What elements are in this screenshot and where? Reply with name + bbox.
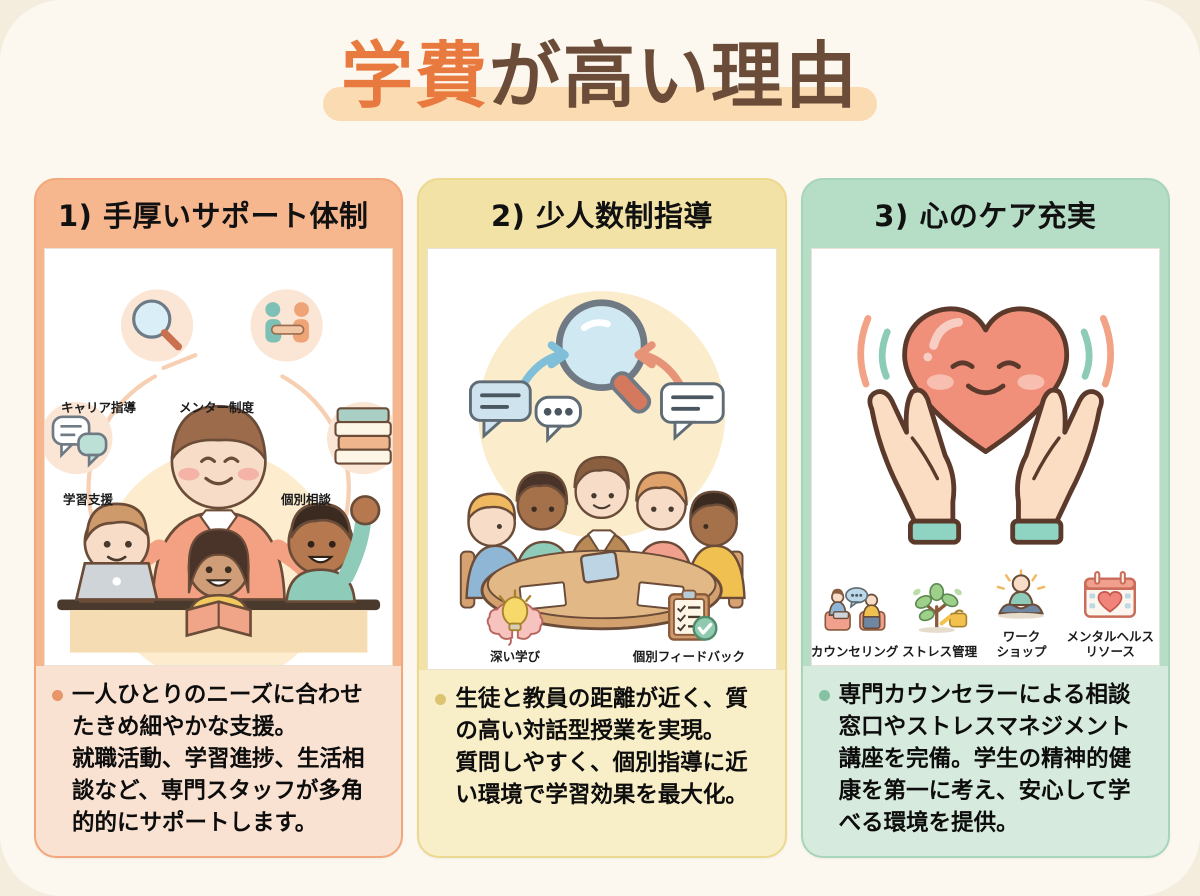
card-3-icon-label-line1: ワーク	[1002, 628, 1041, 644]
card-2-body-line: の高い対話型授業を実現。	[455, 717, 726, 744]
tree-watering-icon	[912, 582, 967, 633]
card-2-icon-feedback: 個別フィードバック	[633, 586, 745, 665]
card-3-icon-stress: ストレス管理	[898, 581, 982, 660]
card-3-icon-label: メンタルヘルス リソース	[1066, 628, 1154, 660]
calendar-heart-icon	[1084, 570, 1137, 618]
card-mental-care: 3) 心のケア充実	[800, 178, 1170, 858]
card-3-icon-label-line2: ショップ	[996, 643, 1047, 659]
teacher-students-illustration	[45, 289, 393, 666]
card-3-body-line: 講座を完備。学生の精神的健	[838, 746, 1132, 773]
title-accent-text: 学費	[340, 34, 489, 118]
card-1-ring-label-consult: 個別相談	[281, 492, 332, 507]
card-3-icon-label: ワーク ショップ	[996, 628, 1047, 660]
card-3-icon-label: ストレス管理	[902, 643, 978, 659]
card-3-icon-resources: メンタルヘルス リソース	[1061, 566, 1159, 660]
card-3-icon-label-line2: リソース	[1085, 643, 1135, 659]
card-3-bullet	[818, 690, 830, 702]
card-1-bullet	[52, 690, 63, 702]
card-2-header: 2) 少人数制指導	[490, 199, 713, 233]
cards-row: 1) 手厚いサポート体制	[34, 178, 1170, 858]
card-2-icon-label: 個別フィードバック	[632, 649, 745, 665]
card-2-body-line: 質問しやすく、個別指導に近	[455, 749, 748, 776]
card-3-icon-label-line1: メンタルヘルス	[1066, 628, 1154, 644]
card-3-body-line: 康を第一に考え、安心して学	[838, 778, 1131, 805]
card-2-icon-strip: 深い学び	[428, 586, 775, 665]
counseling-icon	[824, 586, 886, 631]
meditation-icon	[997, 569, 1046, 619]
card-2-illustration: 深い学び	[427, 248, 777, 670]
card-3-body-line: 窓口やストレスマネジメント	[838, 714, 1131, 741]
card-1-body: 一人ひとりのニーズに合わせ たきめ細やかな支援。 就職活動、学習進捗、生活相 談…	[36, 666, 402, 856]
card-1-body-line: たきめ細やかな支援。	[72, 714, 298, 741]
card-1-ring-label-mentor: メンター制度	[179, 400, 255, 415]
card-3-header: 3) 心のケア充実	[874, 199, 1097, 233]
card-3-illustration: カウンセリング	[810, 248, 1160, 667]
card-3-icon-counseling: カウンセリング	[812, 581, 898, 660]
card-1-ring-label-learning: 学習支援	[63, 492, 114, 507]
card-2-body: 生徒と教員の距離が近く、質 の高い対話型授業を実現。 質問しやすく、個別指導に近…	[419, 670, 785, 856]
card-3-icon-strip: カウンセリング	[812, 566, 1159, 660]
card-2-icon-label: 深い学び	[490, 649, 541, 665]
hands-heart-illustration	[856, 306, 1114, 545]
card-2-body-line: い環境で学習効果を最大化。	[455, 781, 748, 808]
card-3-body-line: 専門カウンセラーによる相談	[838, 682, 1131, 709]
card-1-body-line: 一人ひとりのニーズに合わせ	[72, 682, 363, 709]
brain-lightbulb-icon	[486, 589, 544, 647]
title-main-text: が高い理由	[489, 34, 860, 118]
card-2-icon-deep-learning: 深い学び	[469, 586, 561, 665]
page-title: 学費が高い理由	[0, 28, 1200, 131]
title-highlight	[322, 87, 878, 122]
card-support: 1) 手厚いサポート体制	[34, 178, 404, 858]
card-3-body: 専門カウンセラーによる相談 窓口やストレスマネジメント 講座を完備。学生の精神的…	[802, 666, 1168, 856]
card-1-illustration: キャリア指導 メンター制度 学習支援 個別相談	[44, 248, 394, 667]
card-1-body-line: 談など、専門スタッフが多角	[72, 778, 364, 805]
card-3-body-line: べる環境を提供。	[838, 810, 1019, 837]
clipboard-check-icon	[667, 589, 718, 641]
card-2-body-line: 生徒と教員の距離が近く、質	[455, 686, 748, 712]
card-1-body-line: 就職活動、学習進捗、生活相	[72, 746, 365, 773]
card-1-header: 1) 手厚いサポート体制	[58, 199, 369, 233]
card-small-class: 2) 少人数制指導	[417, 178, 787, 858]
round-table-discussion-illustration	[460, 291, 747, 631]
card-1-body-line: 的的にサポートします。	[72, 810, 318, 837]
card-3-icon-workshop: ワーク ショップ	[982, 566, 1062, 660]
card-3-icon-label: カウンセリング	[810, 643, 899, 659]
card-1-ring-label-career: キャリア指導	[61, 400, 137, 415]
card-2-bullet	[435, 694, 447, 705]
